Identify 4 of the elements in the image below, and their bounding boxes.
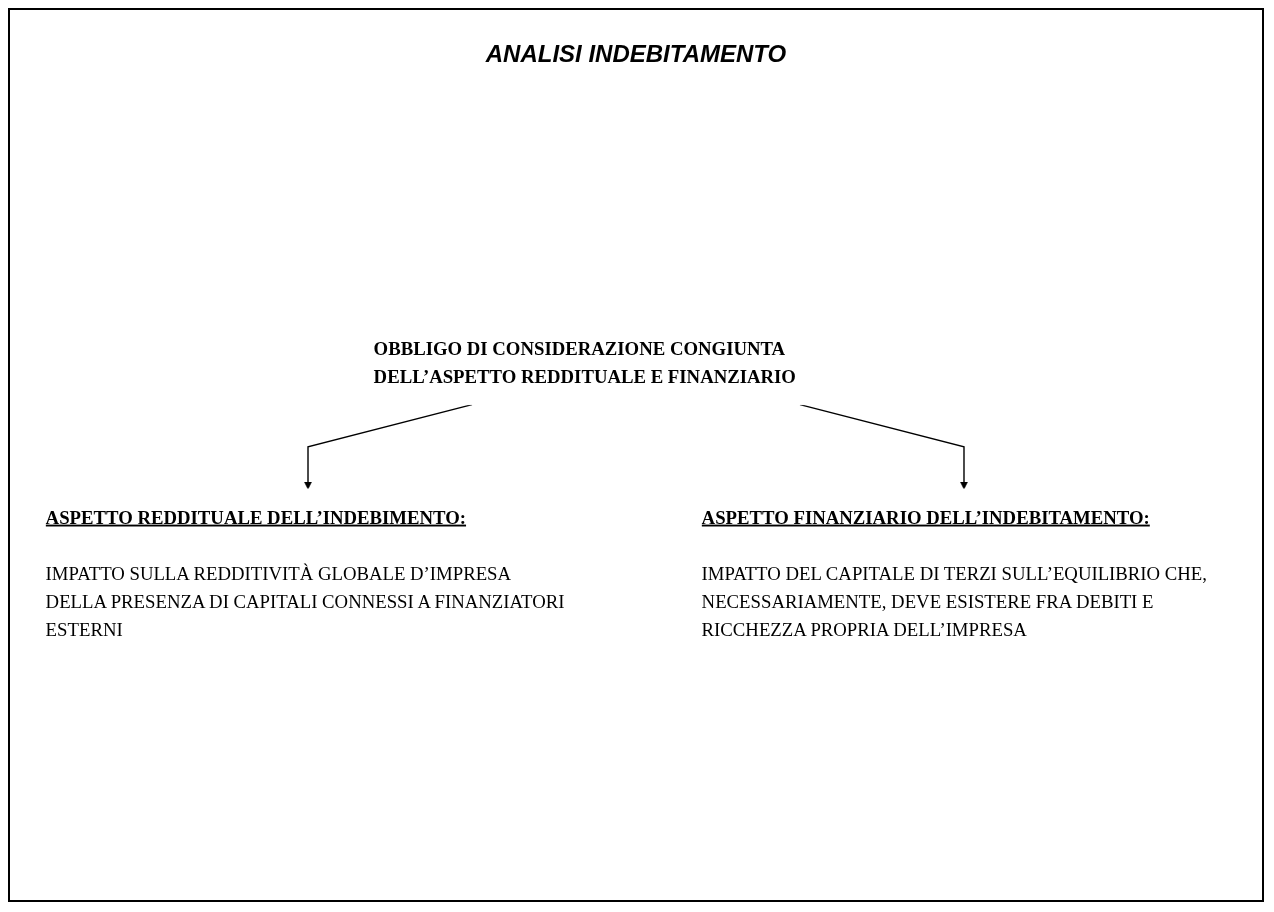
diagram-title: ANALISI INDEBITAMENTO <box>485 40 787 68</box>
node-text: OBBLIGO DI CONSIDERAZIONE CONGIUNTA DELL’ASPETTO REDDITUALE E FINANZIARIO <box>373 338 796 387</box>
node-text: ASPETTO FINANZIARIO DELL’INDEBITAMENTO: IMPATTO DEL CAPITALE DI TERZI SULL’EQUILIBRIO CHE, NECESSARIAMENTE, DEVE ESISTERE FRA DEBITI E RICCHEZZA PROPRIA DELL’IMPRESA <box>701 506 1207 640</box>
node-text: ASPETTO REDDITUALE DELL’INDEBIMENTO: IMPATTO SULLA REDDITIVITÀ GLOBALE D’IMPRESA DELLA PRESENZA DI CAPITALI CONNESSI A FINANZIATORI ESTERNI <box>45 506 565 640</box>
